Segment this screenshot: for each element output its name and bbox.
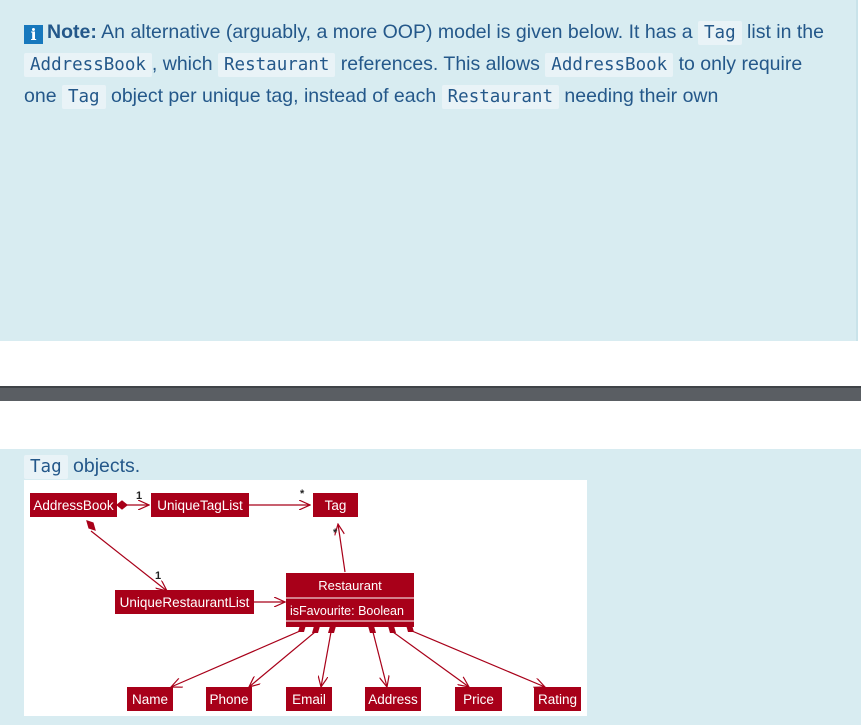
class-tag: Tag — [313, 493, 358, 517]
note-label: Note: — [47, 21, 97, 43]
class-address-book: AddressBook — [30, 493, 117, 517]
svg-text:Rating: Rating — [538, 692, 577, 707]
assoc-rest-rating — [411, 630, 545, 687]
svg-text:Email: Email — [292, 692, 326, 707]
svg-text:AddressBook: AddressBook — [33, 498, 114, 513]
mult-utl-tag: * — [300, 488, 305, 500]
assoc-rest-phone — [249, 631, 316, 687]
class-rating: Rating — [534, 687, 581, 711]
assoc-rest-price — [392, 631, 469, 687]
composition-diamond — [368, 626, 376, 633]
inline-code: Tag — [24, 455, 68, 479]
associations — [86, 500, 545, 687]
class-restaurant: Restaurant isFavourite: Boolean — [286, 573, 414, 627]
composition-diamond — [388, 626, 396, 633]
composition-diamond — [116, 500, 128, 510]
mult-ab-utl: 1 — [136, 490, 142, 502]
class-unique-tag-list: UniqueTagList — [151, 493, 249, 517]
svg-text:Restaurant: Restaurant — [318, 578, 382, 593]
note-continuation-text: Tag objects. — [24, 451, 140, 482]
svg-text:Name: Name — [132, 692, 168, 707]
class-email: Email — [286, 687, 332, 711]
inline-code: AddressBook — [545, 53, 674, 77]
mult-ab-url: 1 — [155, 570, 161, 582]
mult-rest-tag: * — [333, 527, 338, 539]
class-address: Address — [365, 687, 421, 711]
class-unique-restaurant-list: UniqueRestaurantList — [115, 590, 254, 614]
class-name: Name — [127, 687, 173, 711]
composition-diamond — [86, 520, 96, 531]
svg-text:Phone: Phone — [209, 692, 248, 707]
assoc-rest-name — [171, 630, 301, 687]
svg-text:isFavourite: Boolean: isFavourite: Boolean — [290, 604, 404, 618]
assoc-rest-address — [372, 631, 387, 687]
inline-code: Restaurant — [441, 85, 559, 109]
page-break-bar — [0, 386, 861, 401]
svg-text:Tag: Tag — [325, 498, 347, 513]
assoc-rest-email — [321, 631, 332, 687]
inline-code: Tag — [61, 85, 106, 109]
class-price: Price — [455, 687, 502, 711]
inline-code: Restaurant — [218, 53, 336, 77]
svg-text:Address: Address — [368, 692, 418, 707]
class-diagram: 1 * * 1 AddressBook UniqueTagList Tag Un… — [24, 480, 587, 716]
inline-code: Tag — [698, 21, 742, 45]
assoc-rest-tag — [338, 524, 346, 573]
composition-diamond — [312, 626, 320, 633]
composition-diamond — [328, 626, 336, 633]
class-phone: Phone — [206, 687, 252, 711]
assoc-ab-url — [90, 530, 167, 591]
info-icon: i — [24, 25, 43, 44]
svg-text:UniqueTagList: UniqueTagList — [157, 498, 243, 513]
svg-text:Price: Price — [463, 692, 494, 707]
inline-code: AddressBook — [24, 53, 152, 77]
svg-text:UniqueRestaurantList: UniqueRestaurantList — [120, 595, 250, 610]
